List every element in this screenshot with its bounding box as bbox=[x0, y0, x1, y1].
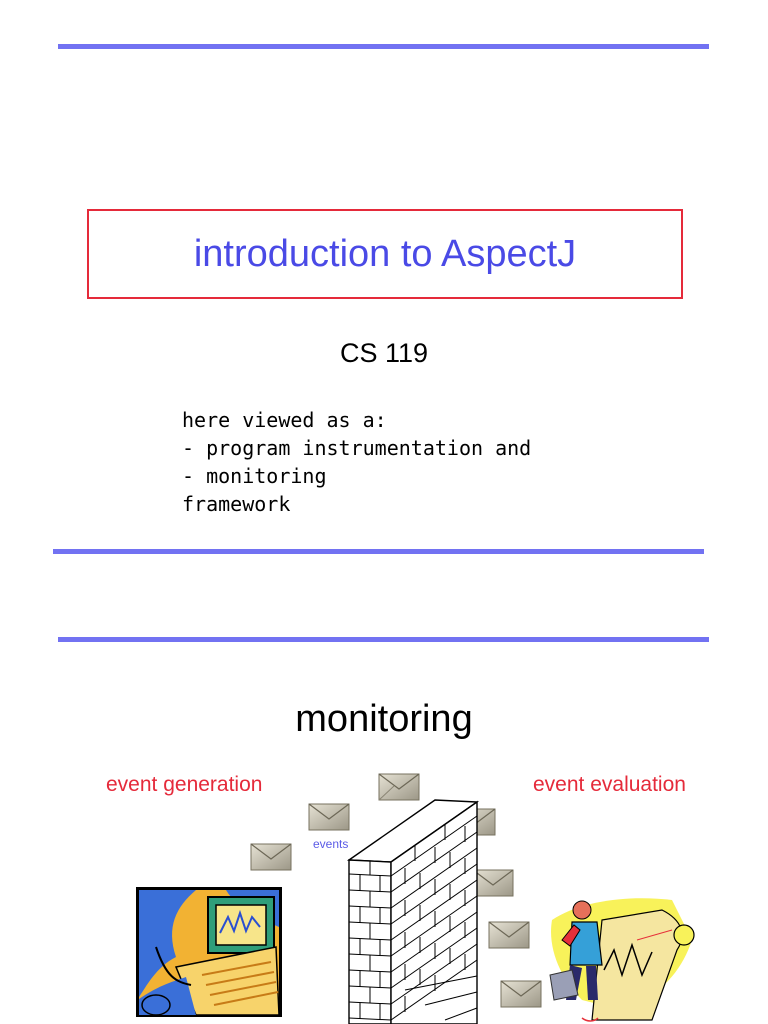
slide1-title: introduction to AspectJ bbox=[193, 232, 577, 275]
slide1-top-rule bbox=[58, 44, 709, 49]
slide2-title: monitoring bbox=[295, 698, 473, 740]
description-line: here viewed as a: bbox=[182, 408, 387, 432]
description-block: here viewed as a: - program instrumentati… bbox=[182, 406, 531, 518]
brick-wall-illustration bbox=[346, 799, 480, 1024]
envelope-icon bbox=[378, 773, 420, 801]
description-line: - monitoring bbox=[182, 464, 327, 488]
event-generation-label: event generation bbox=[106, 773, 263, 796]
envelope-icon bbox=[488, 921, 530, 949]
envelope-icon bbox=[308, 803, 350, 831]
slide2-top-rule bbox=[58, 637, 709, 642]
course-code: CS 119 bbox=[339, 338, 429, 368]
envelope-icon bbox=[500, 980, 542, 1008]
title-box: introduction to AspectJ bbox=[87, 209, 683, 299]
evaluator-clipart bbox=[549, 898, 695, 1022]
envelope-icon bbox=[472, 869, 514, 897]
envelope-icon bbox=[250, 843, 292, 871]
description-line: - program instrumentation and bbox=[182, 436, 532, 460]
event-evaluation-label: event evaluation bbox=[533, 773, 686, 796]
slide1-bottom-rule bbox=[53, 549, 704, 554]
events-label: events bbox=[313, 837, 349, 851]
computer-clipart bbox=[136, 887, 282, 1017]
description-line: framework bbox=[182, 492, 291, 516]
